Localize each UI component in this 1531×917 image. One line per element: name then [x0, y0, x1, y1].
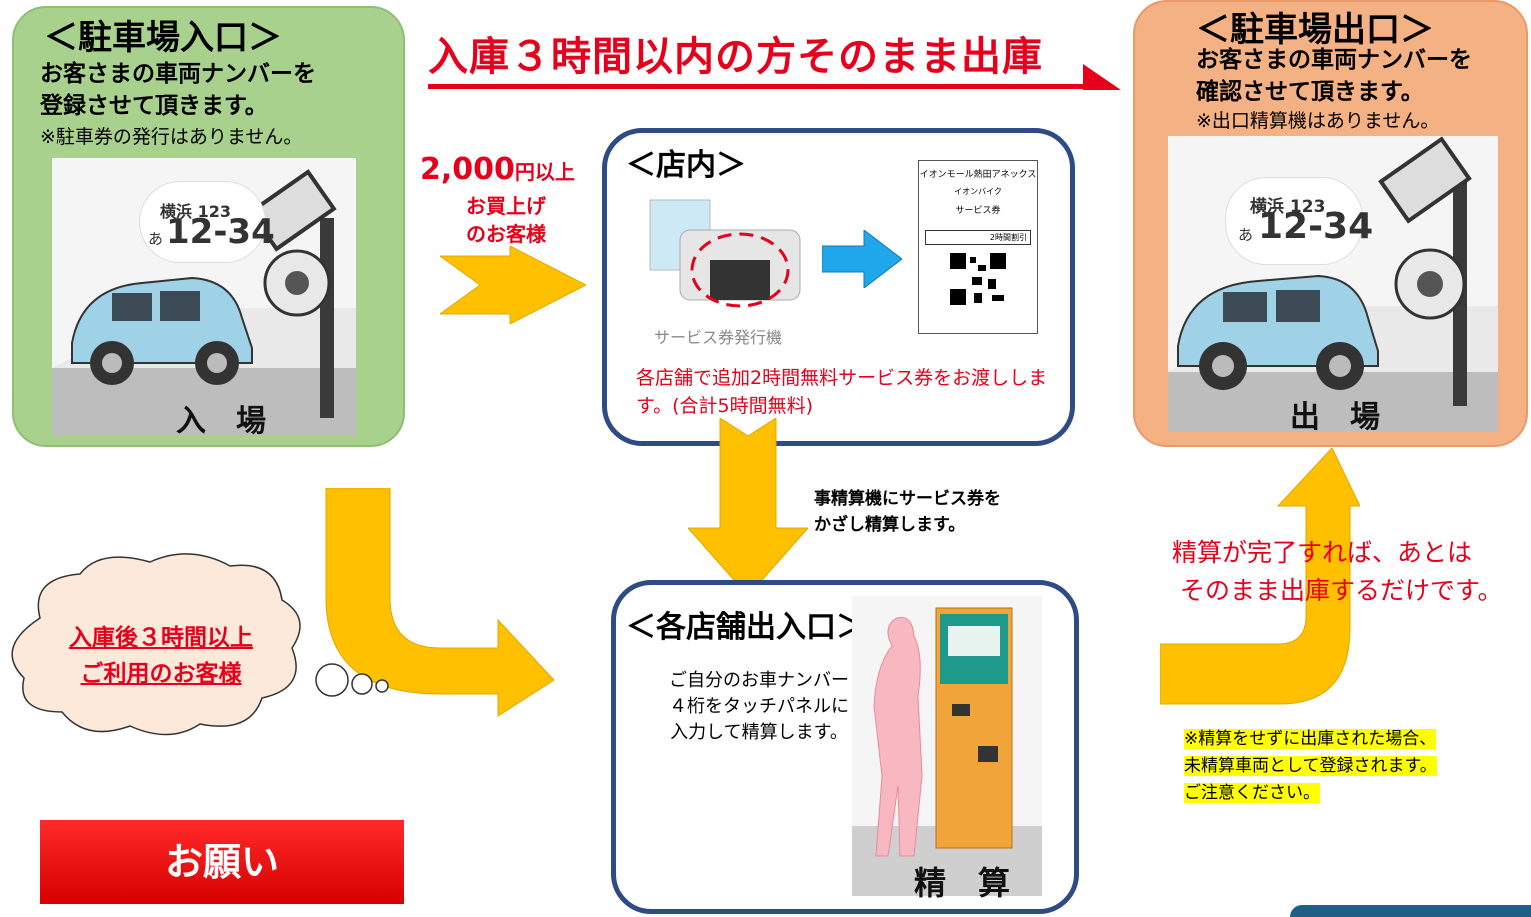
- parking-exit-title: ＜駐車場出口＞: [1196, 10, 1434, 50]
- exit-plate-number: 12-34: [1258, 206, 1374, 247]
- purchase-amount: 2,000: [420, 152, 515, 187]
- request-sign-label: お願い: [164, 840, 279, 884]
- entrance-line1: お客さまの車両ナンバーを: [40, 61, 316, 87]
- exit-plate-kana: あ: [1238, 226, 1254, 244]
- exit-floor-label: 出 場: [1290, 400, 1380, 435]
- exit-line1: お客さまの車両ナンバーを: [1196, 47, 1472, 73]
- shop-entrance-title: ＜各店舗出入口＞: [626, 610, 866, 645]
- headline-arrow-head: [1083, 64, 1121, 90]
- shop-line3: 入力して精算します。: [670, 722, 848, 743]
- store-title: ＜店内＞: [626, 148, 746, 183]
- down-arrow-icon: [688, 418, 808, 596]
- up-curve-arrow-icon: [1160, 448, 1360, 705]
- purchase-line3: のお客様: [466, 222, 546, 246]
- person-silhouette-icon: [873, 616, 923, 857]
- exit-line2: 確認させて頂きます。: [1196, 79, 1424, 105]
- plate-number: 12-34: [166, 212, 275, 252]
- headline-underline: [428, 84, 1088, 89]
- blue-arrow-icon: [822, 230, 902, 288]
- settlement-machine-illustration: [852, 596, 1042, 896]
- warning-line2: 未精算車両として登録されます。: [1184, 756, 1437, 776]
- qr-code-icon: [948, 251, 1008, 307]
- shop-instructions: ご自分のお車ナンバー ４桁をタッチパネルに 入力して精算します。: [654, 668, 864, 746]
- warning-line3: ご注意ください。: [1184, 783, 1320, 803]
- ticket-machine-icon: [649, 199, 801, 308]
- warning-line1: ※精算をせずに出庫された場合、: [1184, 729, 1437, 749]
- warning-note: ※精算をせずに出庫された場合、 未精算車両として登録されます。 ご注意ください。: [1184, 726, 1437, 807]
- purchase-amount-label: 2,000円以上: [420, 152, 575, 187]
- purchase-amount-unit: 円以上: [514, 160, 575, 184]
- shop-line1: ご自分のお車ナンバー: [669, 670, 849, 691]
- ticket-discount: 2時間割引: [925, 230, 1031, 245]
- cloud-line1: 入庫後３時間以上: [69, 625, 253, 651]
- finish-message: 精算が完了すれば、あとは そのまま出庫するだけです。: [1172, 534, 1503, 610]
- entrance-line2: 登録させて頂きます。: [40, 93, 268, 119]
- shop-line2: ４桁をタッチパネルに: [669, 696, 849, 717]
- exit-floodlight-icon: [1378, 136, 1472, 224]
- entrance-note: ※駐車券の発行はありません。: [40, 126, 303, 148]
- settlement-floor-label: 精 算: [914, 864, 1011, 902]
- purchase-arrow-icon: [440, 246, 586, 324]
- purchase-line2: お買上げ: [466, 194, 546, 218]
- headline: 入庫３時間以内の方そのまま出庫: [428, 34, 1043, 80]
- thought-cloud: [11, 553, 389, 736]
- cloud-text: 入庫後３時間以上 ご利用のお客様: [36, 620, 286, 692]
- exit-plate-region: 横浜 123: [1250, 197, 1326, 217]
- camera-pole: [320, 218, 334, 418]
- exit-note: ※出口精算機はありません。: [1196, 110, 1440, 132]
- parking-entrance-title: ＜駐車場入口＞: [44, 18, 282, 58]
- cloud-line2: ご利用のお客様: [80, 661, 242, 687]
- plate-kana: あ: [148, 230, 164, 248]
- plate-region: 横浜 123: [160, 202, 231, 221]
- ticket-machine-label: サービス券発行機: [654, 328, 783, 347]
- corner-decoration: [1290, 905, 1531, 917]
- finish-line2: そのまま出庫するだけです。: [1180, 576, 1503, 605]
- ticket-shop-name: イオンバイク: [954, 187, 1002, 196]
- curved-arrow-icon: [325, 488, 555, 717]
- settle-note-line2: かざし精算します。: [814, 515, 966, 535]
- exit-illustration: [1168, 136, 1498, 432]
- request-sign: お願い: [40, 820, 404, 904]
- settle-note-line1: 事精算機にサービス券を: [814, 489, 1001, 509]
- exit-license-plate-bubble: [1226, 178, 1362, 264]
- entrance-floor-label: 入 場: [176, 404, 266, 439]
- store-message: 各店舗で追加2時間無料サービス券をお渡しします。(合計5時間無料): [636, 367, 1048, 417]
- finish-line1: 精算が完了すれば、あとは: [1172, 538, 1473, 567]
- license-plate-bubble: [140, 182, 265, 262]
- car-camera-illustration: [52, 169, 356, 436]
- service-ticket: イオンモール熱田アネックス イオンバイク サービス券 2時間割引: [918, 160, 1038, 334]
- ticket-store-name: イオンモール熱田アネックス: [919, 170, 1037, 180]
- settle-note: 事精算機にサービス券を かざし精算します。: [814, 486, 1001, 538]
- exit-car-camera-illustration: [1168, 136, 1498, 432]
- ticket-type: サービス券: [955, 206, 1001, 216]
